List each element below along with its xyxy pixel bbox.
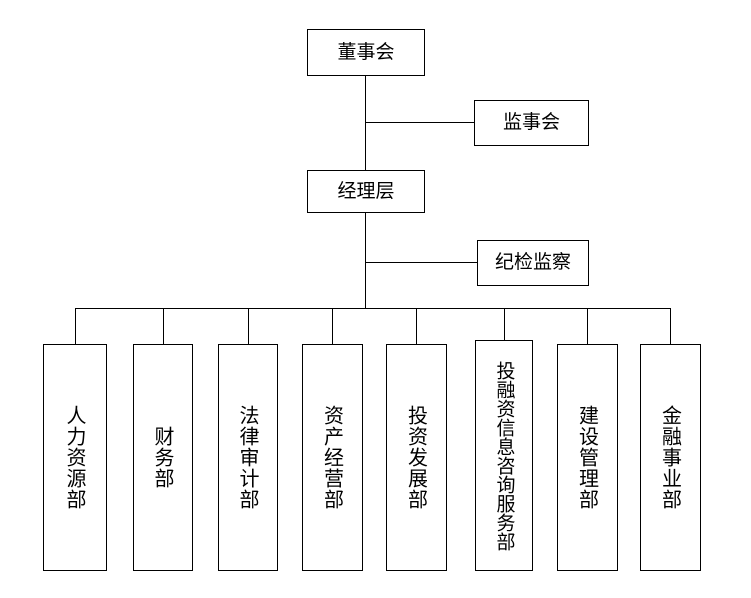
node-department-investment-development[interactable]: 投资发展部 xyxy=(386,344,447,571)
connector-board-to-supervisors xyxy=(365,122,475,123)
connector-department-bus xyxy=(75,308,670,309)
node-label-department-investment-development: 投资发展部 xyxy=(404,405,429,510)
node-label-department-financial-business: 金融事业部 xyxy=(658,405,683,510)
node-management-layer[interactable]: 经理层 xyxy=(307,170,425,213)
node-label-board-of-supervisors: 监事会 xyxy=(502,111,560,134)
connector-drop-legal xyxy=(248,308,249,344)
connector-management-trunk xyxy=(365,213,366,308)
connector-drop-hr xyxy=(75,308,76,344)
connector-board-trunk xyxy=(365,76,366,170)
node-label-department-investment-financing-advisory: 投融资信息咨询服务部 xyxy=(493,360,516,551)
node-label-discipline-inspection: 纪检监察 xyxy=(494,251,571,274)
node-discipline-inspection[interactable]: 纪检监察 xyxy=(477,240,589,286)
node-label-department-human-resources: 人力资源部 xyxy=(63,405,87,510)
connector-drop-financial xyxy=(670,308,671,344)
node-department-investment-financing-advisory[interactable]: 投融资信息咨询服务部 xyxy=(475,340,533,571)
node-label-department-construction-management: 建设管理部 xyxy=(575,405,600,510)
node-board-of-directors[interactable]: 董事会 xyxy=(307,29,425,76)
connector-drop-construct xyxy=(587,308,588,344)
connector-drop-finance xyxy=(163,308,164,344)
node-department-finance[interactable]: 财务部 xyxy=(133,344,193,571)
node-department-human-resources[interactable]: 人力资源部 xyxy=(43,344,107,571)
node-label-management-layer: 经理层 xyxy=(337,179,395,202)
connector-drop-invest xyxy=(416,308,417,344)
connector-drop-advisory xyxy=(504,308,505,340)
node-board-of-supervisors[interactable]: 监事会 xyxy=(474,100,589,146)
connector-drop-asset xyxy=(332,308,333,344)
node-department-financial-business[interactable]: 金融事业部 xyxy=(640,344,701,571)
node-label-department-finance: 财务部 xyxy=(151,426,175,489)
node-label-department-legal-audit: 法律审计部 xyxy=(236,405,260,510)
node-department-asset-management[interactable]: 资产经营部 xyxy=(302,344,363,571)
node-department-legal-audit[interactable]: 法律审计部 xyxy=(218,344,278,571)
node-label-board-of-directors: 董事会 xyxy=(337,40,395,63)
node-label-department-asset-management: 资产经营部 xyxy=(320,405,345,510)
connector-management-to-discipline xyxy=(365,262,477,263)
node-department-construction-management[interactable]: 建设管理部 xyxy=(557,344,618,571)
